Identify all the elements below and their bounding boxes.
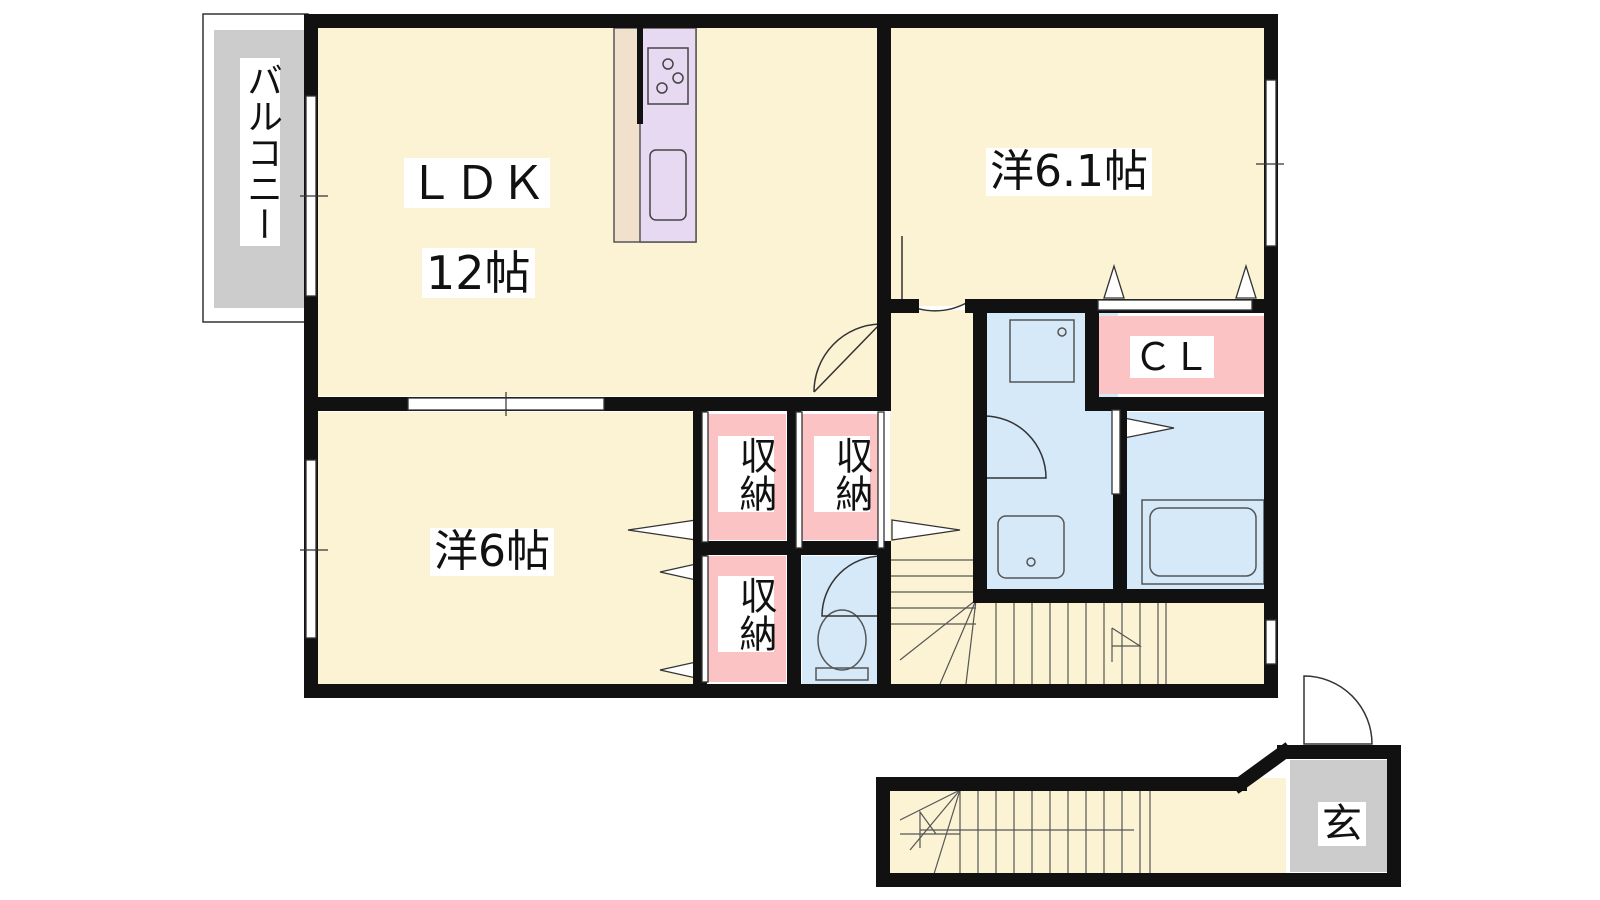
- ldk-size-label: 12帖: [422, 248, 535, 298]
- entrance-label: 玄: [1318, 802, 1366, 846]
- kitchen: [613, 27, 697, 243]
- stairs-upper: [890, 559, 1167, 685]
- bathroom-floor: [1124, 412, 1264, 590]
- closet-label: ＣＬ: [1130, 336, 1215, 378]
- balcony-label: バルコニー: [240, 58, 282, 246]
- window-ticks: [300, 163, 1284, 551]
- bedroom-a-label: 洋6.1帖: [986, 148, 1152, 196]
- stairs-lower: [899, 789, 1151, 875]
- wash-basin: [997, 515, 1065, 579]
- storage-door-marks: [627, 263, 1257, 679]
- door-swings: [813, 236, 1373, 745]
- storage-2-label: 収納: [814, 436, 873, 512]
- bedroom-b-label: 洋6帖: [430, 528, 554, 576]
- ldk-floor: [318, 28, 880, 396]
- ldk-name-label: ＬＤＫ: [404, 158, 550, 208]
- toilet-floor: [802, 556, 882, 684]
- storage-3-label: 収納: [718, 576, 777, 652]
- washing-machine-pan: [1009, 319, 1075, 383]
- storage-1-label: 収納: [718, 436, 777, 512]
- toilet-bowl: [815, 609, 869, 681]
- stair-floor: [890, 600, 1264, 684]
